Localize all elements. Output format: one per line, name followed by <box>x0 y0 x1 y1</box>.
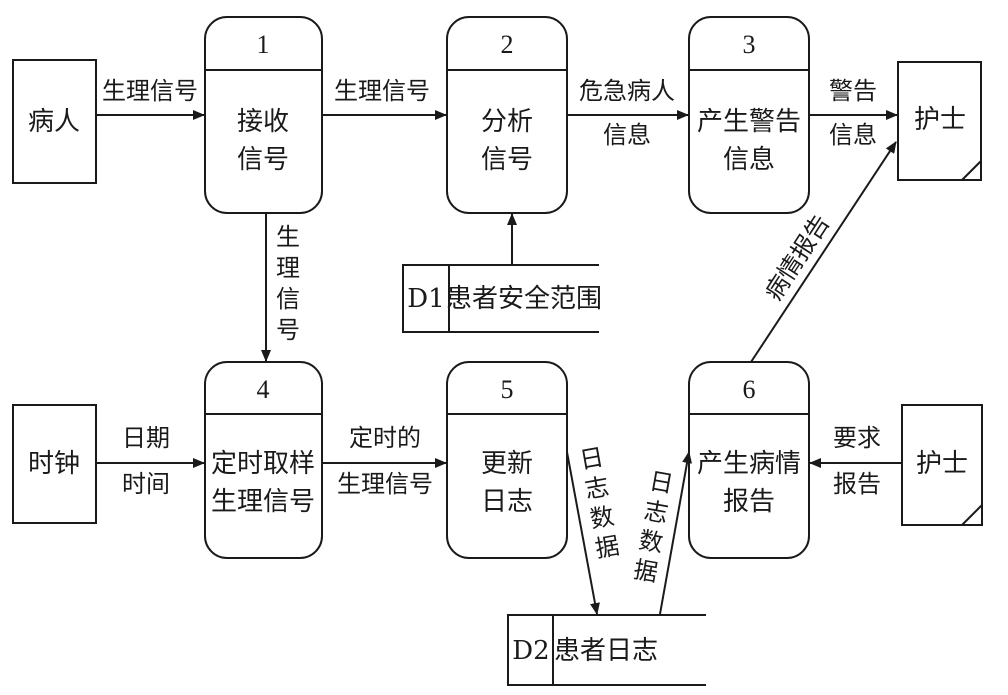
process-3-line2: 信息 <box>723 145 775 175</box>
entity-clock-label: 时钟 <box>28 449 80 479</box>
store-d2-name: 患者日志 <box>554 636 658 666</box>
flow-label-5-to-d2-char: 日 <box>577 443 605 475</box>
flow-label-d2-to-6-char: 志 <box>642 496 670 528</box>
flow-label-5-to-d2-char: 志 <box>583 472 611 504</box>
entity-patient-label: 病人 <box>28 107 80 137</box>
flow-label-1-to-2: 生理信号 <box>334 77 430 105</box>
entity-nurse-top: 护士 <box>897 61 982 181</box>
flow-arrow-d2-to-6 <box>659 451 692 615</box>
flow-arrow-6-to-nurse <box>750 141 897 363</box>
entity-nurse-bottom-label: 护士 <box>916 449 968 479</box>
store-d1: D1 患者安全范围 <box>402 264 602 333</box>
flow-label-nurse-to-6-line1: 要求 <box>833 424 881 452</box>
process-1-line2: 信号 <box>237 145 289 175</box>
entity-nurse-top-label: 护士 <box>914 105 966 135</box>
process-6-id: 6 <box>743 375 756 404</box>
flow-label-d2-to-6-char: 数 <box>637 526 665 558</box>
process-3-id: 3 <box>743 30 756 59</box>
process-2-id: 2 <box>501 30 514 59</box>
process-5-id: 5 <box>501 375 514 404</box>
flow-label-3-to-nurse-line2: 信息 <box>829 121 877 149</box>
flow-label-1-to-4: 生 理 信 号 <box>276 223 300 344</box>
flow-label-clock-to-4-line1: 日期 <box>122 424 170 452</box>
process-3: 3 产生警告 信息 <box>688 16 810 214</box>
flow-label-2-to-3-line1: 危急病人 <box>579 77 675 105</box>
flow-label-3-to-nurse-line1: 警告 <box>829 77 877 105</box>
flow-label-1-to-4-char: 号 <box>276 316 300 344</box>
flow-label-5-to-d2-char: 数 <box>588 502 616 534</box>
flow-label-1-to-4-char: 理 <box>276 254 300 282</box>
process-6-line1: 产生病情 <box>697 449 801 479</box>
process-5: 5 更新 日志 <box>446 361 568 559</box>
process-6: 6 产生病情 报告 <box>688 361 810 559</box>
flow-label-clock-to-4-line2: 时间 <box>122 470 170 498</box>
process-2-line2: 信号 <box>481 145 533 175</box>
process-2: 2 分析 信号 <box>446 16 568 214</box>
store-d2-id: D2 <box>512 636 549 666</box>
flow-label-5-to-d2-char: 据 <box>593 531 621 563</box>
process-1-line1: 接收 <box>237 107 289 137</box>
flow-label-patient-to-1: 生理信号 <box>102 77 198 105</box>
flow-label-4-to-5-line2: 生理信号 <box>337 470 433 498</box>
entity-nurse-bottom: 护士 <box>901 404 983 526</box>
flow-label-4-to-5-line1: 定时的 <box>349 424 421 452</box>
process-4: 4 定时取样 生理信号 <box>204 361 323 559</box>
process-4-line1: 定时取样 <box>211 449 315 479</box>
flow-label-nurse-to-6-line2: 报告 <box>833 470 881 498</box>
process-1-id: 1 <box>257 30 270 59</box>
flow-label-d2-to-6: 日 志 数 据 <box>631 467 675 587</box>
process-4-id: 4 <box>257 375 270 404</box>
process-5-line2: 日志 <box>481 487 533 517</box>
flow-label-1-to-4-char: 生 <box>276 223 300 251</box>
flow-label-2-to-3-line2: 信息 <box>603 121 651 149</box>
process-1: 1 接收 信号 <box>204 16 323 214</box>
process-2-line1: 分析 <box>481 107 533 137</box>
flow-label-d2-to-6-char: 据 <box>631 555 659 587</box>
store-d2: D2 患者日志 <box>507 614 706 686</box>
flow-label-d2-to-6-char: 日 <box>647 467 675 499</box>
process-3-line1: 产生警告 <box>697 107 801 137</box>
process-6-line2: 报告 <box>723 487 775 517</box>
flow-arrow-5-to-d2 <box>566 451 600 615</box>
flow-label-5-to-d2: 日 志 数 据 <box>577 443 621 563</box>
process-4-line2: 生理信号 <box>211 487 315 517</box>
entity-clock: 时钟 <box>12 404 97 524</box>
process-5-line1: 更新 <box>481 449 533 479</box>
store-d1-id: D1 <box>407 284 444 314</box>
store-d1-name: 患者安全范围 <box>446 284 602 314</box>
entity-patient: 病人 <box>12 59 97 184</box>
flow-label-1-to-4-char: 信 <box>276 285 300 313</box>
